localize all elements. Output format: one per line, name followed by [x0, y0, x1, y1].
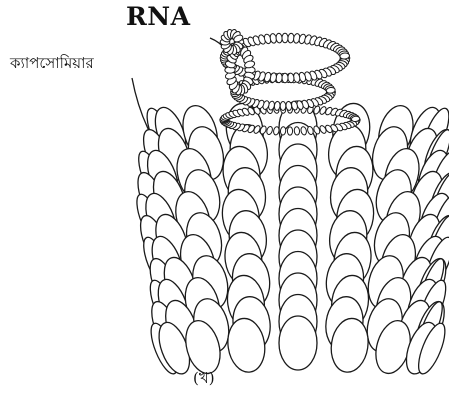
rna-coil-turn	[326, 87, 336, 94]
rna-coil-turn	[273, 126, 280, 135]
rna-coil-turn	[294, 126, 300, 135]
rna-coil-turn	[280, 102, 286, 111]
rna-coil-turn	[280, 126, 286, 135]
rna-coil-turn	[287, 127, 292, 135]
rna-coil-turn	[351, 116, 360, 122]
rna-coil-turn	[274, 101, 281, 111]
rna-coil-turn	[340, 53, 350, 60]
figure-caption: (খ)	[193, 367, 215, 392]
rna-label: RNA	[126, 2, 191, 31]
rna-coil-turn	[266, 126, 274, 136]
rna-coil-turn	[282, 33, 288, 43]
rna-coil-turn	[282, 73, 288, 83]
capsid-body	[132, 101, 449, 378]
rna-coil-turn	[285, 101, 292, 111]
capsomere-label: ক্যাপসোমিয়ার	[10, 52, 94, 77]
capsomere-unit	[279, 316, 317, 370]
